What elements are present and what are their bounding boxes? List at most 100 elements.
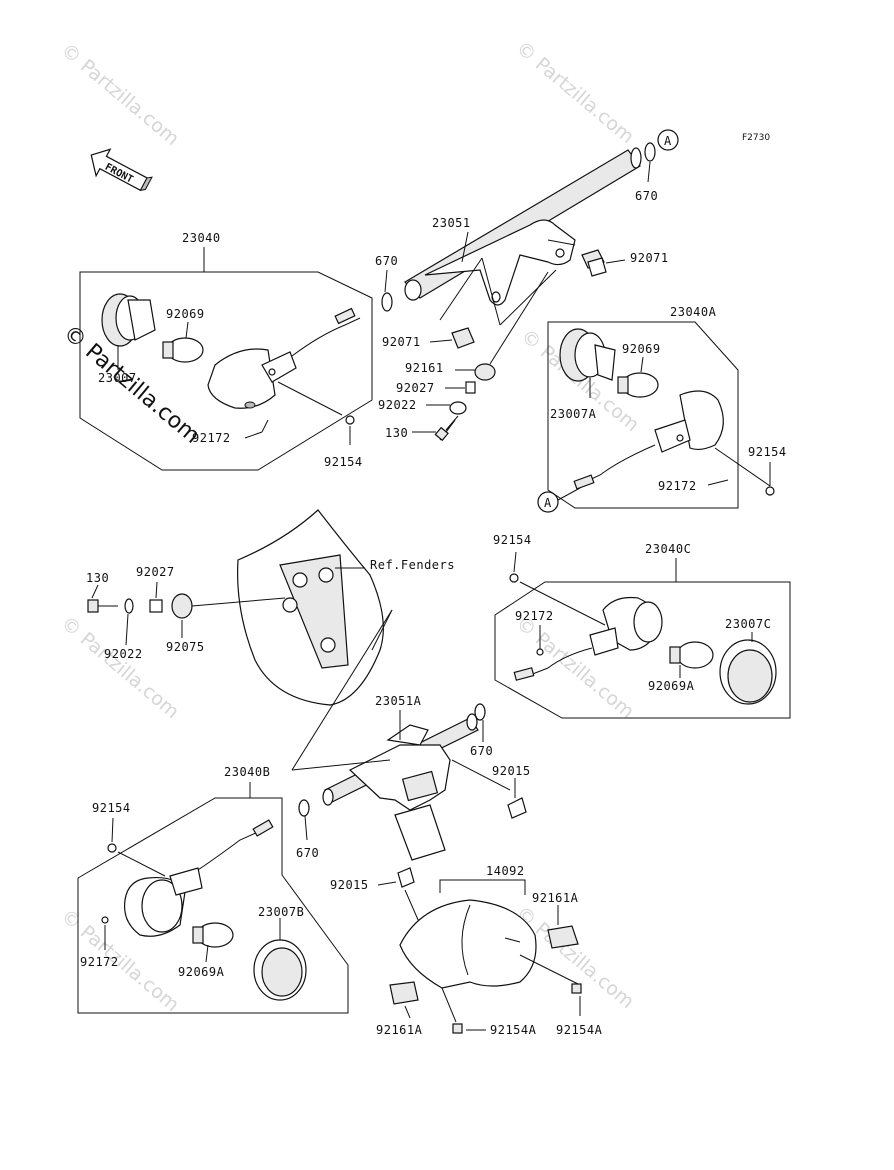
screw-92154-B <box>107 843 117 853</box>
turn-signal-23040B-box <box>77 797 349 1014</box>
part-label: 92022 <box>104 647 143 661</box>
signal-housing-A <box>573 390 724 490</box>
bulb-92069A-B <box>192 922 234 948</box>
washer-92022 <box>449 401 467 415</box>
o-ring-670 <box>381 292 393 312</box>
nut-92015-b <box>397 867 415 888</box>
part-label: 92154 <box>92 801 131 815</box>
nut-92015-a <box>507 797 527 819</box>
bulb-92069A-C <box>669 641 714 669</box>
part-label: 670 <box>296 846 319 860</box>
connector-marker-bottom <box>537 491 559 513</box>
turn-signal-bracket-rear <box>322 713 479 861</box>
bolt-130 <box>434 415 459 442</box>
reference-label: Ref.Fenders <box>370 558 455 572</box>
lens-23007A <box>559 328 616 382</box>
part-label: 92075 <box>166 640 205 654</box>
turn-signal-23040A-box <box>547 321 739 509</box>
part-label: 92069A <box>178 965 225 979</box>
screw-92172-B <box>101 916 109 924</box>
part-label: 92069 <box>166 307 205 321</box>
part-label: 92069A <box>648 679 695 693</box>
o-ring-670 <box>474 703 486 721</box>
turn-signal-bracket-front <box>404 147 642 306</box>
part-label: 92154A <box>490 1023 537 1037</box>
washer-92022-mid <box>124 598 134 614</box>
diagram-code: F2730 <box>742 133 770 143</box>
o-ring-670 <box>298 799 310 817</box>
o-ring-670 <box>644 142 656 162</box>
part-label: 92015 <box>492 764 531 778</box>
screw-92154-C <box>509 573 519 583</box>
part-label: 23007A <box>550 407 597 421</box>
part-label: 92161 <box>405 361 444 375</box>
watermark: © Partzilla.com <box>57 39 183 150</box>
damper-92075 <box>171 593 193 619</box>
damper-92161A-right <box>547 925 579 949</box>
bolt-92154A-left <box>441 987 463 1034</box>
screw-92154 <box>345 415 355 425</box>
collar-92027-mid <box>149 599 163 613</box>
part-label: 23007 <box>98 371 137 385</box>
connector-marker-top <box>657 129 679 151</box>
part-label: 23040A <box>670 305 717 319</box>
part-label: 23040 <box>182 231 221 245</box>
part-label: 92154A <box>556 1023 603 1037</box>
screw-92154 <box>765 486 775 496</box>
part-label: 92154 <box>748 445 787 459</box>
turn-signal-23040C-box <box>494 581 791 719</box>
collar-92027 <box>465 381 476 394</box>
part-label: 92071 <box>382 335 421 349</box>
part-label: 130 <box>86 571 109 585</box>
part-label: 92069 <box>622 342 661 356</box>
watermark: © Partzilla.com <box>57 612 183 723</box>
part-label: 92172 <box>80 955 119 969</box>
part-label: 23051A <box>375 694 422 708</box>
bolt-130-mid <box>87 599 118 613</box>
signal-housing-C <box>513 596 663 681</box>
front-arrow: FRONT <box>90 148 153 192</box>
part-label: 130 <box>385 426 408 440</box>
bulb-92069-left <box>162 337 204 363</box>
damper-92161A-left <box>389 981 419 1005</box>
part-label: 670 <box>375 254 398 268</box>
signal-housing-B <box>123 819 274 937</box>
part-label: 92172 <box>515 609 554 623</box>
lens-23007B <box>253 939 307 1001</box>
part-label: 92015 <box>330 878 369 892</box>
part-label: 92172 <box>658 479 697 493</box>
part-label: 23040C <box>645 542 691 556</box>
part-label: 23007C <box>725 617 771 631</box>
connector-marker-label: A <box>664 134 672 148</box>
bolt-92154A-right <box>519 954 582 994</box>
part-label: 92172 <box>192 431 231 445</box>
grommet-92071-left <box>451 327 475 349</box>
part-label: 92027 <box>136 565 175 579</box>
cover-14092 <box>399 899 537 989</box>
part-label: 92071 <box>630 251 669 265</box>
lens-23007C <box>719 639 777 705</box>
fender-reference <box>237 509 384 706</box>
part-label: 92161A <box>376 1023 423 1037</box>
damper-92161 <box>474 363 496 381</box>
part-label: 23007B <box>258 905 304 919</box>
part-label: 670 <box>635 189 658 203</box>
part-label: 92027 <box>396 381 435 395</box>
part-label: 92154 <box>493 533 532 547</box>
part-label: 92161A <box>532 891 579 905</box>
part-label: 23051 <box>432 216 471 230</box>
part-label: 14092 <box>486 864 525 878</box>
part-label: 670 <box>470 744 493 758</box>
bulb-92069-A <box>617 372 659 398</box>
grommet-92071-right <box>581 249 607 277</box>
turn-signal-23040-box <box>79 271 373 471</box>
watermark: © Partzilla.com <box>512 37 638 148</box>
screw-92172-C <box>536 648 544 656</box>
part-label: 23040B <box>224 765 270 779</box>
lens-23007 <box>101 293 156 347</box>
part-label: 92022 <box>378 398 417 412</box>
part-label: 92154 <box>324 455 363 469</box>
connector-marker-label: A <box>544 496 552 510</box>
signal-housing-left <box>207 307 361 409</box>
